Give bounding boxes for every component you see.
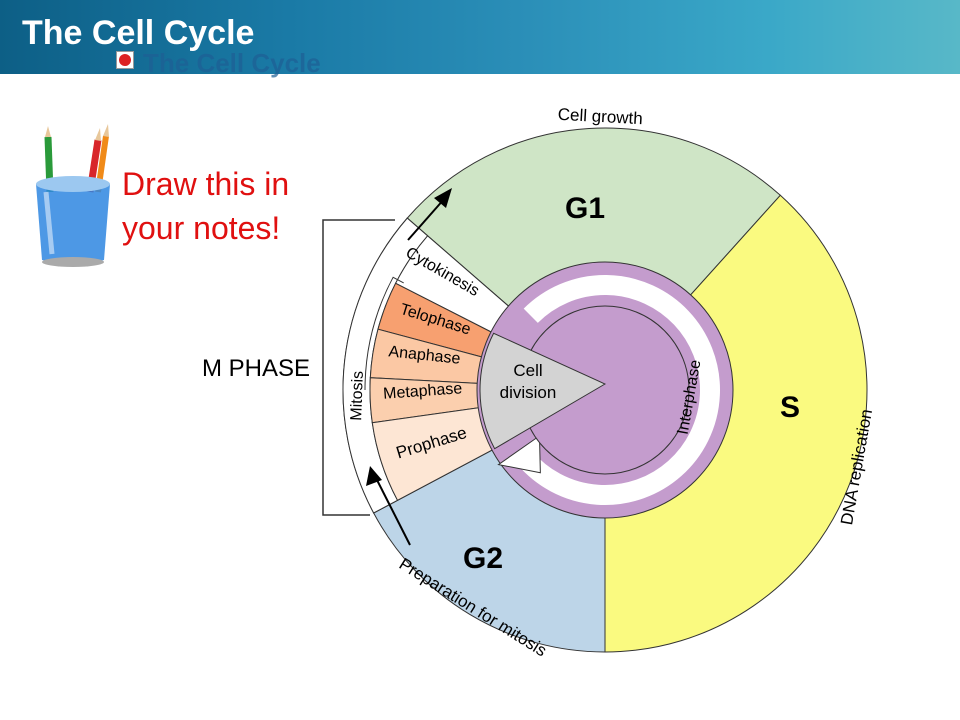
mitosis-bracket (364, 276, 404, 391)
slide-title: The Cell Cycle (22, 14, 255, 52)
pencil-cup-icon (36, 124, 110, 267)
cell-label: Cell (513, 361, 542, 380)
mitosis-label: Mitosis (348, 371, 367, 421)
metaphase-label: Metaphase (383, 380, 463, 402)
instruction-line-2: your notes! (122, 210, 281, 246)
interphase-arrow (516, 275, 720, 505)
g1-label: G1 (565, 192, 605, 225)
video-link[interactable]: The Cell Cycle (143, 48, 321, 78)
arrowhead-icon (366, 466, 382, 486)
g1-sector (406, 127, 782, 391)
m-phase-label: M PHASE (202, 355, 311, 382)
g2-label: G2 (463, 542, 503, 575)
cell-division-wedge (479, 332, 607, 450)
play-icon[interactable] (116, 51, 134, 69)
cell-growth-label: Cell growth (557, 105, 643, 128)
cycle-arrow-bottom (376, 479, 411, 546)
instruction-line-1: Draw this in (122, 166, 290, 202)
header-banner: The Cell Cycle The Cell Cycle (0, 0, 960, 78)
instruction-text: Draw this in your notes! (122, 162, 289, 250)
arrowhead-icon (434, 188, 452, 208)
s-sector (604, 194, 868, 653)
s-label: S (780, 391, 800, 424)
division-label: division (500, 383, 557, 402)
cycle-arrow-top (407, 197, 446, 241)
m-phase-bracket (322, 219, 395, 516)
arrowhead-icon (497, 434, 541, 474)
